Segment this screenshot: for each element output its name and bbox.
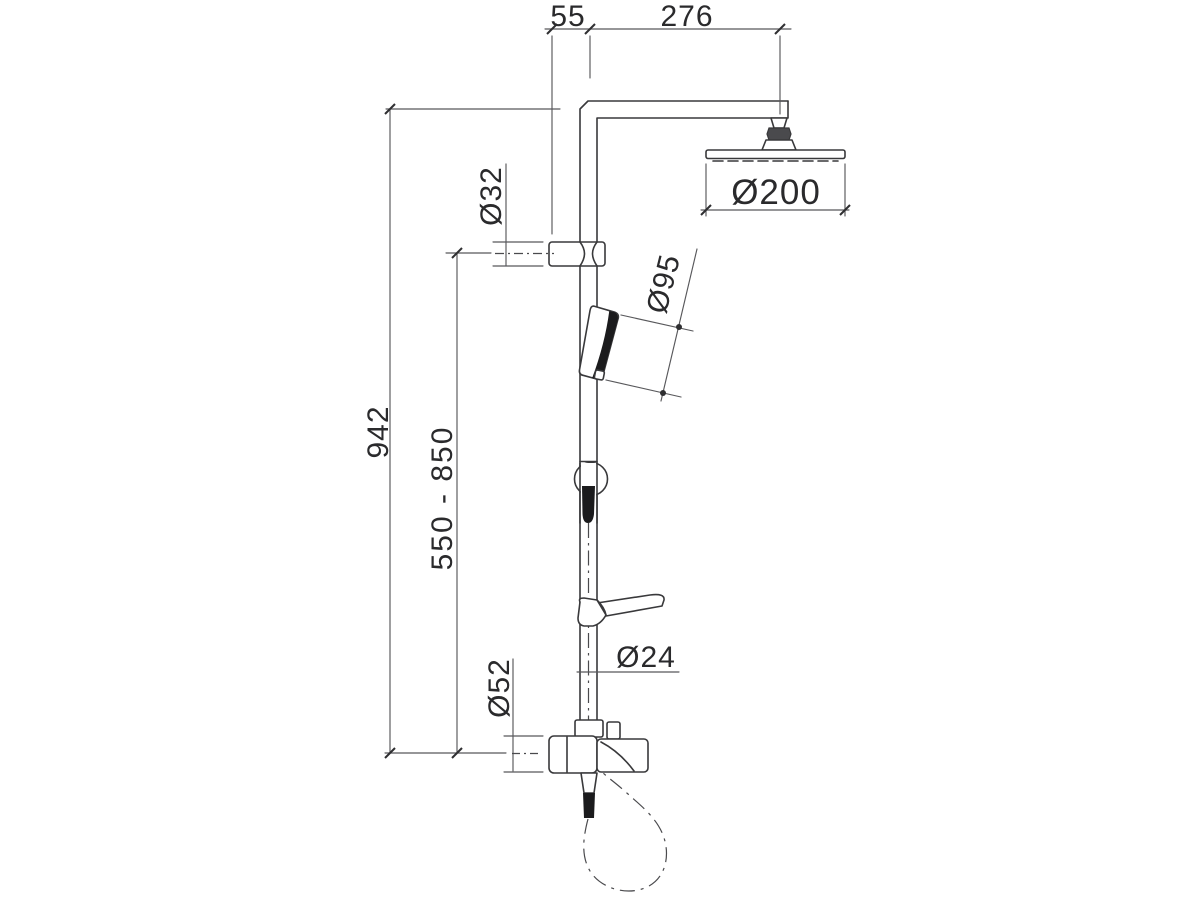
dimension-handshower-diameter: Ø95 [605, 248, 698, 402]
hose-connector [583, 793, 595, 818]
outlet-nut [574, 719, 604, 738]
slider-holder [573, 461, 609, 524]
bottom-outlet-assembly [548, 719, 649, 818]
dimension-head-diameter: Ø200 [700, 163, 851, 217]
dim-label-bracket-diameter: Ø32 [475, 166, 508, 226]
callout-bracket-diameter: Ø32 [475, 163, 544, 267]
diverter-knob [606, 721, 621, 740]
hose-nipple [580, 772, 598, 794]
shower-hose [583, 770, 667, 892]
dim-label-head-diameter: Ø200 [731, 173, 821, 212]
callout-rail-diameter: Ø24 [576, 641, 680, 674]
dim-label-flange-diameter: Ø52 [483, 658, 516, 718]
dim-label-adjust-range: 550 - 850 [426, 426, 459, 571]
dim-label-top-offset: 55 [550, 0, 585, 33]
hand-shower-clip [593, 369, 606, 381]
overhead-arm-connector [761, 117, 797, 151]
holder-grip-knob [582, 486, 595, 523]
wall-bracket [548, 241, 606, 267]
dim-label-arm-projection: 276 [660, 0, 713, 33]
dimension-top: 55 276 [544, 0, 792, 235]
hand-shower [578, 305, 620, 381]
wall-flange [548, 735, 598, 774]
dim-label-overall-height: 942 [362, 405, 395, 458]
overhead-shower-head [705, 149, 846, 162]
dim-label-rail-diameter: Ø24 [616, 641, 676, 674]
diverter-lever [577, 593, 665, 627]
dim-label-handshower-diameter: Ø95 [641, 251, 687, 317]
callout-flange-diameter: Ø52 [483, 658, 544, 773]
dimension-overall-height: 942 [362, 103, 561, 759]
hand-shower-spray-face [592, 311, 618, 380]
dimension-adjust-range: 550 - 850 [426, 247, 554, 759]
